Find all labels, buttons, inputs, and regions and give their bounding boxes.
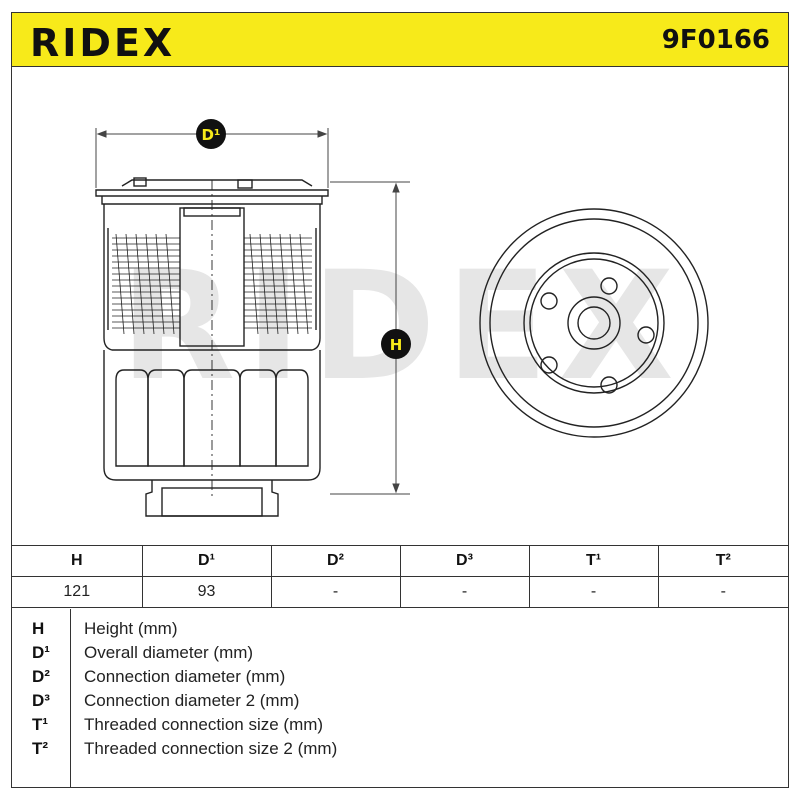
top-view-hole xyxy=(600,376,618,394)
spec-value-t1: - xyxy=(528,576,659,608)
technical-drawing: RIDEX xyxy=(12,68,788,545)
brand-logo: RIDEX xyxy=(30,21,176,65)
spec-header-d1: D¹ xyxy=(141,545,272,577)
header-bar: RIDEX 9F0166 xyxy=(12,13,788,67)
spec-table: H D¹ D² D³ T¹ T² 121 93 - - - - xyxy=(12,545,788,608)
spec-value-h: 121 xyxy=(12,576,143,608)
legend-text: Connection diameter (mm) xyxy=(84,667,286,686)
legend-text: Threaded connection size 2 (mm) xyxy=(84,739,338,758)
product-sheet: RIDEX 9F0166 RIDEX xyxy=(11,12,789,788)
legend-key: D¹ xyxy=(32,643,50,662)
filter-side-view xyxy=(95,177,329,517)
legend-key: D² xyxy=(32,667,50,686)
spec-header-h: H xyxy=(12,545,143,577)
spec-header-d2: D² xyxy=(270,545,401,577)
top-view-hole xyxy=(600,277,618,295)
legend-item: H Height (mm) xyxy=(12,619,788,643)
legend-text: Overall diameter (mm) xyxy=(84,643,254,662)
spec-value-d3: - xyxy=(399,576,530,608)
top-view-hole xyxy=(540,292,558,310)
top-view-hole xyxy=(637,326,655,344)
legend: H Height (mm) D¹ Overall diameter (mm) D… xyxy=(12,609,788,788)
spec-value-t2: - xyxy=(657,576,788,608)
filter-top-view xyxy=(479,208,709,438)
spec-header-t2: T² xyxy=(657,545,788,577)
legend-item: D³ Connection diameter 2 (mm) xyxy=(12,691,788,715)
spec-value-d1: 93 xyxy=(141,576,272,608)
part-number: 9F0166 xyxy=(661,25,770,55)
legend-text: Height (mm) xyxy=(84,619,178,638)
spec-header-d3: D³ xyxy=(399,545,530,577)
legend-item: T¹ Threaded connection size (mm) xyxy=(12,715,788,739)
spec-value-d2: - xyxy=(270,576,401,608)
spec-table-value-row: 121 93 - - - - xyxy=(12,576,788,608)
legend-key: D³ xyxy=(32,691,50,710)
diameter-label-badge xyxy=(196,119,226,149)
height-label: H xyxy=(390,336,403,354)
legend-item: D² Connection diameter (mm) xyxy=(12,667,788,691)
spec-header-t1: T¹ xyxy=(528,545,659,577)
legend-item: D¹ Overall diameter (mm) xyxy=(12,643,788,667)
legend-key: H xyxy=(32,619,45,638)
legend-item: T² Threaded connection size 2 (mm) xyxy=(12,739,788,763)
legend-key: T¹ xyxy=(32,715,49,734)
filter-top-rim xyxy=(95,189,329,197)
top-view-outer-ring xyxy=(479,208,709,438)
top-view-hole xyxy=(540,356,558,374)
spec-table-header-row: H D¹ D² D³ T¹ T² xyxy=(12,545,788,577)
filter-drawing-svg: RIDEX xyxy=(95,119,709,517)
filter-lower-body xyxy=(103,350,321,481)
diameter-label: D¹ xyxy=(201,126,220,144)
watermark-text: RIDEX xyxy=(120,240,684,414)
legend-divider xyxy=(70,609,71,788)
legend-text: Connection diameter 2 (mm) xyxy=(84,691,300,710)
legend-key: T² xyxy=(32,739,49,758)
legend-text: Threaded connection size (mm) xyxy=(84,715,324,734)
height-label-badge xyxy=(381,329,411,359)
top-view-center-bore xyxy=(567,296,621,350)
